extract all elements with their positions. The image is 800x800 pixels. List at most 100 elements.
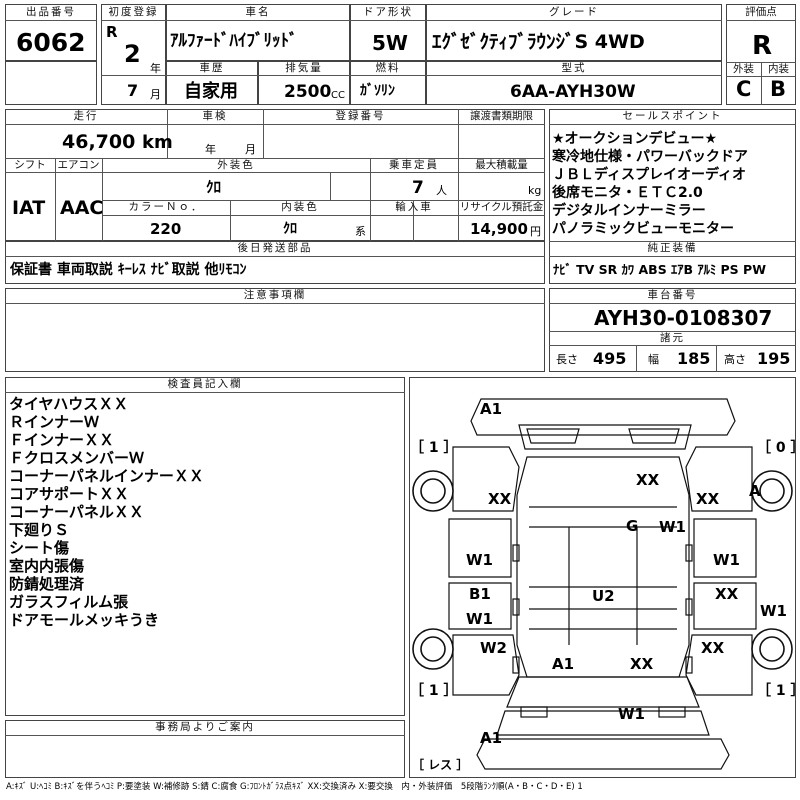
interior-color-value: ｸﾛ	[283, 221, 297, 237]
inspector-note: ＦインナーＸＸ	[9, 431, 115, 449]
door-type-label: ドア形状	[363, 6, 413, 18]
mileage-label: 走行	[73, 110, 99, 122]
grade-value: ｴｸﾞｾﾞｸﾃｨﾌﾞﾗｳﾝｼﾞS 4WD	[432, 31, 645, 53]
damage-mark: XX	[696, 490, 720, 508]
exterior-color-label: 外装色	[217, 159, 255, 171]
shift-label: シフト	[14, 159, 46, 171]
later-parts-value: 保証書 車両取説 ｷｰﾚｽ ﾅﾋﾞ取説 他ﾘﾓｺﾝ	[10, 262, 247, 278]
cc-unit: CC	[331, 90, 345, 101]
first-registration-label: 初度登録	[108, 6, 159, 18]
yen-unit: 円	[530, 225, 541, 238]
row2-spacer	[5, 61, 97, 105]
sales-points-box	[549, 109, 796, 284]
reg-no-label: 登録番号	[335, 110, 386, 122]
exterior-color-value: ｸﾛ	[206, 178, 222, 196]
transfer-deadline-label: 譲渡書類期限	[470, 110, 533, 122]
history-label: 車歴	[199, 62, 225, 74]
sales-points-label: セールスポイント	[622, 110, 723, 122]
sales-point-item: 寒冷地仕様・パワーバックドア	[552, 149, 748, 165]
office-notice-box	[5, 720, 405, 778]
displacement-label: 排気量	[285, 62, 323, 74]
car-body-diagram	[412, 398, 793, 770]
kg-unit: kg	[528, 184, 542, 197]
inspector-note: 下廻りＳ	[9, 521, 70, 539]
color-no-value: 220	[150, 220, 182, 238]
capacity-label: 乗車定員	[389, 159, 439, 171]
inspector-note: 室内内張傷	[9, 557, 85, 575]
km-unit: km	[142, 132, 173, 153]
aircon-label: エアコン	[57, 159, 100, 171]
damage-mark: XX	[636, 471, 660, 489]
damage-mark: XX	[715, 585, 739, 603]
lot-number-value: 6062	[16, 28, 86, 57]
damage-mark: B1	[469, 585, 491, 603]
car-name-label: 車名	[245, 6, 271, 18]
sales-point-item: デジタルインナーミラー	[552, 203, 706, 219]
score-label: 評価点	[745, 6, 777, 18]
displacement-box	[258, 61, 350, 105]
damage-mark: W1	[466, 610, 493, 628]
car-name-box	[166, 4, 350, 61]
damage-mark: W1	[713, 551, 740, 569]
damage-mark: XX	[488, 490, 512, 508]
notes-label: 注意事項欄	[243, 289, 307, 301]
damage-mark: W1	[466, 551, 493, 569]
month-unit: 月	[150, 88, 161, 101]
fuel-label: 燃料	[375, 62, 401, 74]
history-value: 自家用	[184, 81, 238, 102]
front-left-counter: ［ 1 ］	[410, 683, 458, 699]
damage-mark: W2	[480, 639, 507, 657]
inspector-note: シート傷	[9, 539, 70, 557]
damage-mark: A1	[480, 400, 503, 418]
inspector-note: コーナーパネルインナーＸＸ	[9, 467, 204, 485]
exterior-value: C	[736, 77, 752, 101]
year-value: 2	[124, 40, 141, 68]
model-code-label: 型式	[561, 62, 587, 74]
model-code-value: 6AA-AYH30W	[510, 82, 636, 102]
chassis-box	[549, 288, 796, 372]
inspection-label: 車検	[202, 110, 228, 122]
inspector-note: ドアモールメッキうき	[9, 611, 160, 629]
inspection-year-unit: 年	[205, 143, 216, 156]
score-value: R	[752, 31, 773, 61]
grade-label: グレード	[549, 6, 599, 18]
fuel-value: ｶﾞｿﾘﾝ	[360, 83, 395, 99]
front-right-counter: ［ 1 ］	[757, 683, 800, 699]
interior-color-label: 内装色	[281, 201, 319, 213]
damage-mark: U2	[592, 587, 615, 605]
length-value: 495	[593, 349, 627, 368]
damage-mark: A1	[480, 729, 503, 747]
sales-point-item: ★オークションデビュー★	[552, 131, 718, 147]
chassis-value: AYH30-0108307	[594, 306, 773, 330]
length-label: 長さ	[556, 353, 578, 366]
recycle-label: リサイクル預託金	[459, 201, 544, 213]
model-code-box	[426, 61, 722, 105]
chassis-label: 車台番号	[647, 289, 698, 301]
kei-unit: 系	[355, 225, 366, 238]
genuine-equipment-label: 純正装備	[647, 242, 698, 254]
inspector-note: ＦクロスメンバーＷ	[9, 449, 145, 467]
history-box	[166, 61, 258, 105]
import-label: 輸入車	[395, 201, 433, 213]
width-value: 185	[677, 349, 711, 368]
mileage-section	[5, 109, 545, 241]
rear-left-counter: ［ 1 ］	[410, 440, 458, 456]
recycle-value: 14,900	[470, 220, 528, 238]
damage-mark: G	[626, 517, 639, 535]
damage-mark: A1	[552, 655, 575, 673]
inspector-note: 防錆処理済	[9, 575, 85, 593]
sales-point-item: 後席モニタ・ＥＴＣ2.0	[552, 185, 703, 201]
notes-box	[5, 288, 545, 372]
displacement-value: 2500	[284, 82, 332, 102]
specs-label: 諸元	[660, 332, 685, 344]
damage-mark: XX	[630, 655, 654, 673]
inspector-note: タイヤハウスＸＸ	[9, 395, 129, 413]
exterior-label: 外装	[733, 63, 754, 75]
color-no-label: カラーＮｏ．	[128, 201, 204, 213]
aircon-value: AAC	[60, 197, 104, 219]
office-notice-label: 事務局よりご案内	[155, 721, 255, 733]
damage-mark: XX	[701, 639, 725, 657]
height-value: 195	[757, 349, 791, 368]
damage-mark: W1	[659, 518, 686, 536]
sales-point-item: ＪＢＬディスプレイオーディオ	[552, 167, 747, 183]
